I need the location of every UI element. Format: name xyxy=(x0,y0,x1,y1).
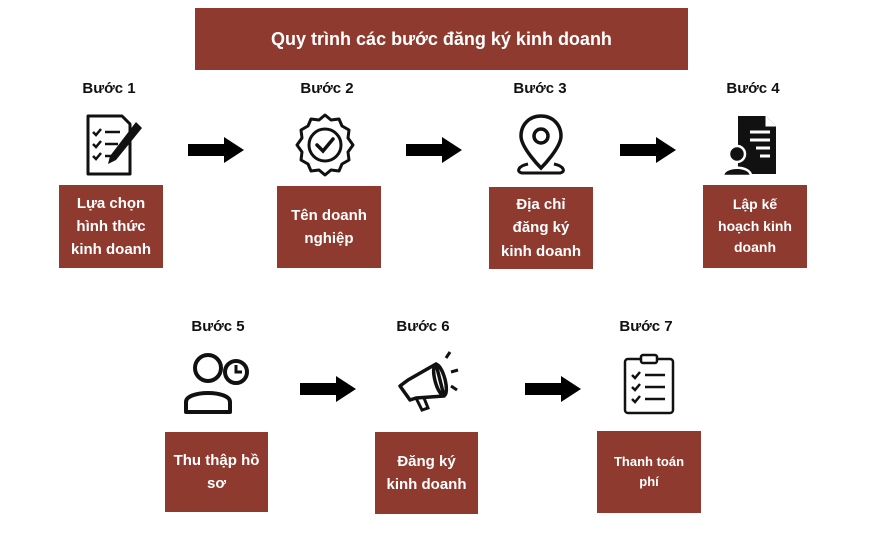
document-user-icon xyxy=(721,116,776,178)
step-7-box: Thanh toán phí xyxy=(597,431,701,513)
clipboard-checklist-icon xyxy=(623,353,675,415)
form-pen-icon xyxy=(86,114,142,176)
arrow-right-icon xyxy=(525,376,581,402)
step-4-box: Lập kế hoạch kinh doanh xyxy=(703,185,807,268)
badge-check-icon xyxy=(295,113,355,177)
step-5-box: Thu thập hồ sơ xyxy=(165,432,268,512)
arrow-right-icon xyxy=(300,376,356,402)
step-7-label: Bước 7 xyxy=(619,318,673,335)
step-4-label: Bước 4 xyxy=(726,80,780,97)
megaphone-icon xyxy=(398,351,459,412)
user-clock-icon xyxy=(184,353,249,414)
step-2-box: Tên doanh nghiệp xyxy=(277,186,381,268)
step-3-box: Địa chỉ đăng ký kinh doanh xyxy=(489,187,593,269)
location-pin-icon xyxy=(517,114,565,175)
arrow-right-icon xyxy=(406,137,462,163)
diagram-title: Quy trình các bước đăng ký kinh doanh xyxy=(195,8,688,70)
step-1-label: Bước 1 xyxy=(82,80,136,97)
step-2-label: Bước 2 xyxy=(300,80,354,97)
step-1-box: Lựa chọn hình thức kinh doanh xyxy=(59,185,163,268)
step-6-label: Bước 6 xyxy=(396,318,450,335)
step-5-label: Bước 5 xyxy=(191,318,245,335)
arrow-right-icon xyxy=(188,137,244,163)
step-3-label: Bước 3 xyxy=(513,80,567,97)
arrow-right-icon xyxy=(620,137,676,163)
step-6-box: Đăng ký kinh doanh xyxy=(375,432,478,514)
